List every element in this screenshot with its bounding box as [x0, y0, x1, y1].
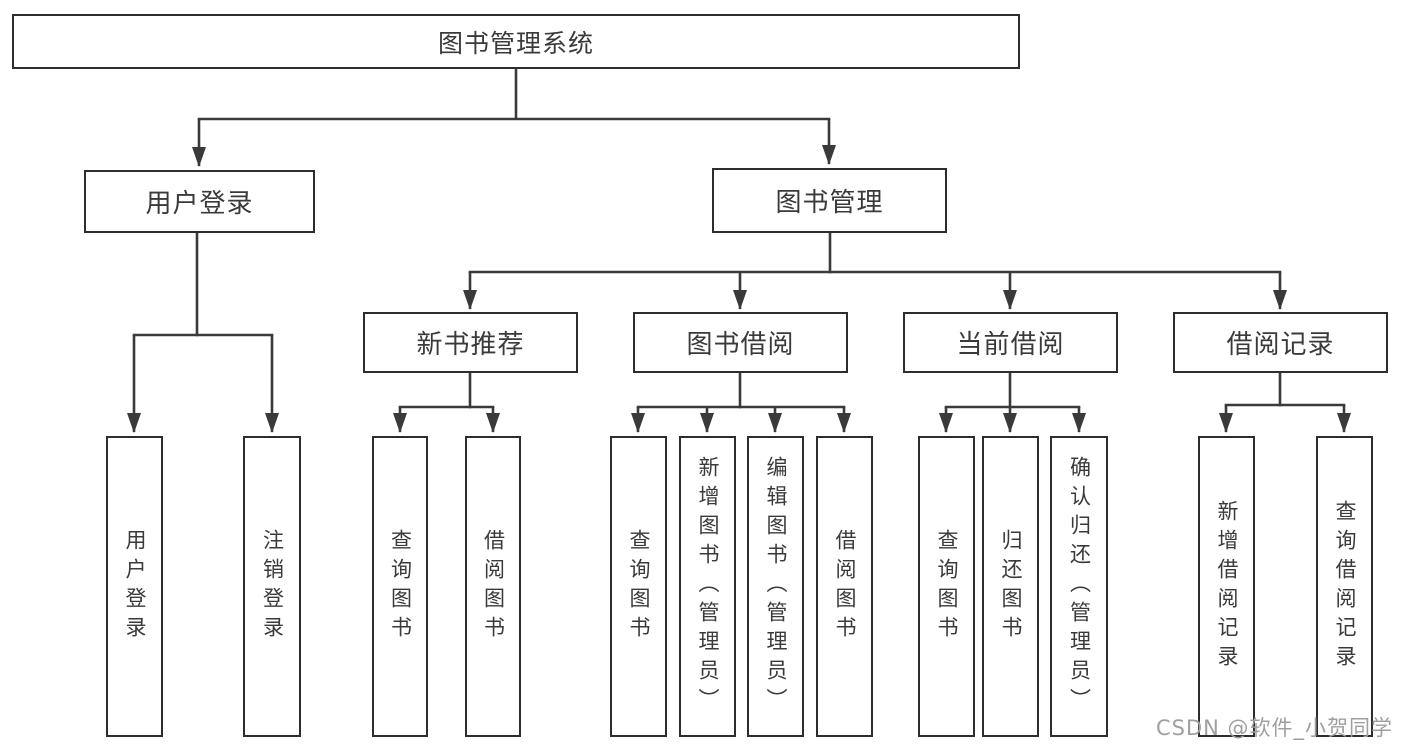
- node-user-login-label: 用户登录: [123, 528, 147, 645]
- node-logout-login: 注销登录: [243, 436, 301, 737]
- node-newrec-query-books-label: 查询图书: [388, 528, 413, 645]
- node-newrec-query-books: 查询图书: [372, 436, 428, 737]
- node-book-borrowing-label: 图书借阅: [686, 330, 795, 360]
- node-user-login: 用户登录: [106, 436, 163, 737]
- node-current-return-books-label: 归还图书: [999, 528, 1023, 645]
- node-current-confirm-return-admin: 确认归还（管理员）: [1050, 436, 1108, 737]
- node-book-management-label: 图书管理: [775, 188, 884, 218]
- node-current-borrowing-label: 当前借阅: [956, 330, 1065, 360]
- node-newrec-borrow-books: 借阅图书: [465, 436, 521, 737]
- connector-group: [127, 67, 1351, 433]
- node-borrow-edit-books-admin: 编辑图书（管理员）: [747, 436, 804, 737]
- node-current-query-books: 查询图书: [918, 436, 975, 737]
- node-new-book-recommend: 新书推荐: [363, 312, 578, 373]
- node-current-query-books-label: 查询图书: [935, 528, 959, 645]
- node-newrec-borrow-books-label: 借阅图书: [481, 528, 506, 645]
- node-current-borrowing: 当前借阅: [903, 312, 1118, 373]
- node-current-confirm-return-admin-label: 确认归还（管理员）: [1067, 456, 1092, 717]
- node-borrow-borrow-books: 借阅图书: [816, 436, 873, 737]
- node-borrowing-records-label: 借阅记录: [1226, 330, 1335, 360]
- node-new-book-recommend-label: 新书推荐: [416, 330, 525, 360]
- node-current-return-books: 归还图书: [982, 436, 1039, 737]
- node-records-add-record: 新增借阅记录: [1198, 436, 1255, 737]
- node-borrow-query-books: 查询图书: [610, 436, 667, 737]
- node-borrowing-records: 借阅记录: [1173, 312, 1388, 373]
- node-logout-login-label: 注销登录: [260, 528, 285, 645]
- node-records-add-record-label: 新增借阅记录: [1215, 499, 1239, 674]
- node-borrow-add-books-admin: 新增图书（管理员）: [679, 436, 736, 737]
- node-user-login-group: 用户登录: [84, 170, 315, 233]
- node-book-borrowing: 图书借阅: [633, 312, 848, 373]
- node-records-query-record: 查询借阅记录: [1316, 436, 1373, 737]
- node-library-management-system: 图书管理系统: [12, 14, 1020, 69]
- csdn-watermark: CSDN @软件_小贺同学: [1156, 716, 1394, 740]
- node-records-query-record-label: 查询借阅记录: [1333, 499, 1357, 674]
- node-borrow-borrow-books-label: 借阅图书: [833, 528, 857, 645]
- node-borrow-edit-books-admin-label: 编辑图书（管理员）: [764, 456, 788, 717]
- node-root-label: 图书管理系统: [437, 28, 594, 58]
- node-user-login-group-label: 用户登录: [145, 189, 254, 219]
- node-book-management: 图书管理: [712, 168, 947, 233]
- node-borrow-query-books-label: 查询图书: [627, 528, 651, 645]
- node-borrow-add-books-admin-label: 新增图书（管理员）: [696, 456, 720, 717]
